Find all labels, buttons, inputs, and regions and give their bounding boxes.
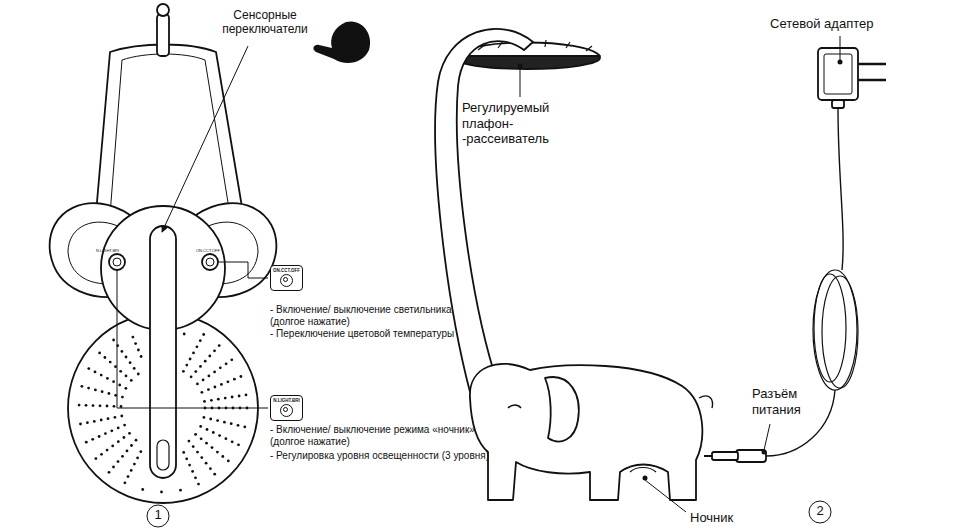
callout-label: Сетевой адаптер bbox=[770, 16, 873, 32]
description-text: - Регулировка уровня освещенности (3 уро… bbox=[270, 450, 520, 462]
description-text: - Переключение цветовой температуры bbox=[270, 328, 510, 340]
description-text: - Включение/ выключение режима «ночник» … bbox=[270, 424, 498, 448]
button-marking: N.LIGHT.BRI bbox=[96, 249, 119, 254]
callout-label: Регулируемый плафон- -рассеиватель bbox=[462, 100, 562, 147]
button-marking: ON.CCT.OFF bbox=[271, 269, 302, 274]
callout-number: 2 bbox=[808, 503, 832, 519]
button-icon: N.LIGHT.BRI bbox=[270, 395, 303, 421]
callout-number: 1 bbox=[146, 507, 170, 523]
button-symbol bbox=[280, 404, 293, 417]
button-symbol bbox=[280, 274, 293, 287]
button-marking: ON.CCT.OFF bbox=[196, 249, 220, 254]
callout-label: Разъём питания bbox=[752, 386, 816, 417]
button-icon: ON.CCT.OFF bbox=[270, 265, 303, 291]
callout-label: Сенсорные переключатели bbox=[215, 8, 315, 37]
callout-label: Ночник bbox=[690, 510, 733, 526]
button-marking: N.LIGHT.BRI bbox=[271, 399, 302, 404]
description-text: - Включение/ выключение светильника (дол… bbox=[270, 304, 475, 328]
